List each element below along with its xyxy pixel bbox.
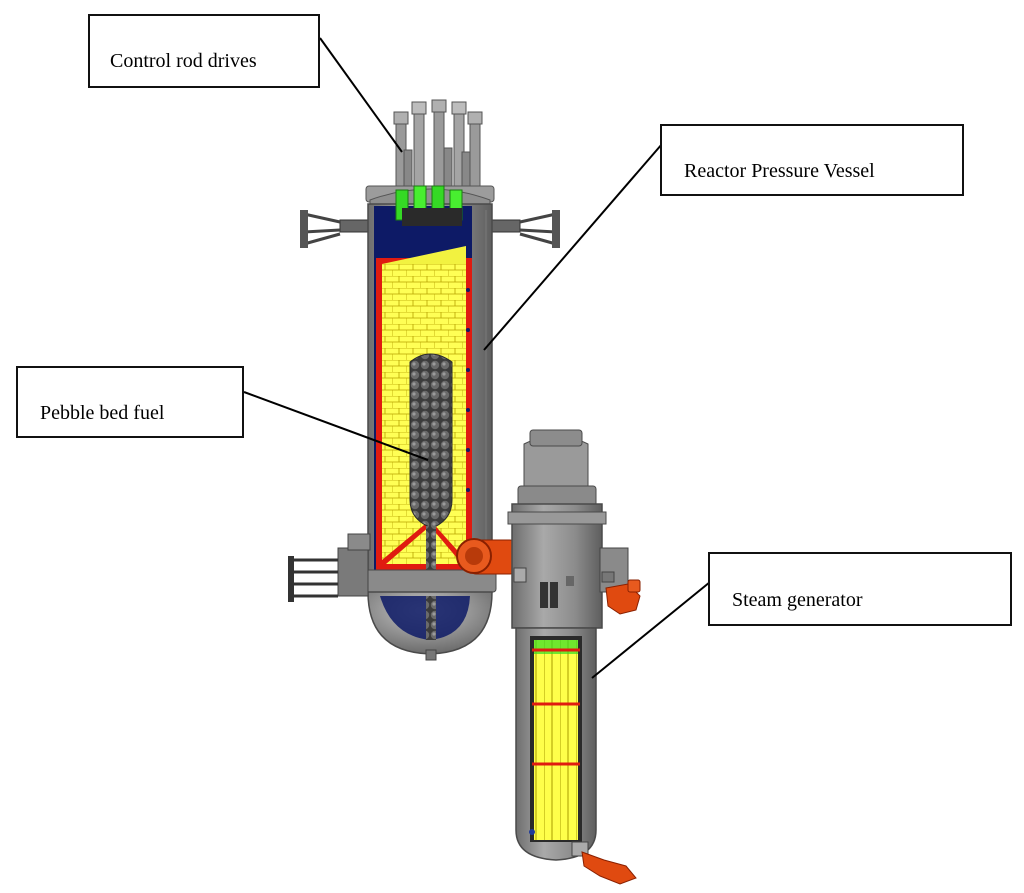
- label-pebble-bed-fuel: Pebble bed fuel: [16, 366, 244, 438]
- leader-line-control-rod-drives: [319, 37, 403, 153]
- label-reactor-pressure-vessel-text: Reactor Pressure Vessel: [684, 159, 875, 182]
- steam-generator-vessel: [507, 429, 641, 885]
- vessel-cutaway-interior: [374, 185, 472, 604]
- label-control-rod-drives-text: Control rod drives: [110, 49, 257, 72]
- label-pebble-bed-fuel-text: Pebble bed fuel: [40, 401, 165, 424]
- support-arm-right: [489, 210, 560, 248]
- pebble-bed-core: [409, 353, 453, 596]
- label-reactor-pressure-vessel: Reactor Pressure Vessel: [660, 124, 964, 196]
- leader-lines: [243, 37, 711, 679]
- label-steam-generator: Steam generator: [708, 552, 1012, 626]
- leader-line-pebble-bed-fuel: [243, 391, 429, 461]
- steam-generator-tube-bundle: [530, 636, 582, 842]
- label-control-rod-drives: Control rod drives: [88, 14, 320, 88]
- instrument-box: [288, 533, 371, 602]
- leader-line-steam-generator: [591, 581, 711, 679]
- reactor-pressure-vessel: [288, 99, 560, 661]
- label-steam-generator-text: Steam generator: [732, 588, 863, 611]
- control-rod-drive-mechanisms: [393, 99, 483, 189]
- leader-line-reactor-pressure-vessel: [483, 143, 663, 351]
- support-arm-left: [300, 210, 371, 248]
- actuator-green: [395, 185, 463, 226]
- hot-gas-duct: [456, 538, 517, 575]
